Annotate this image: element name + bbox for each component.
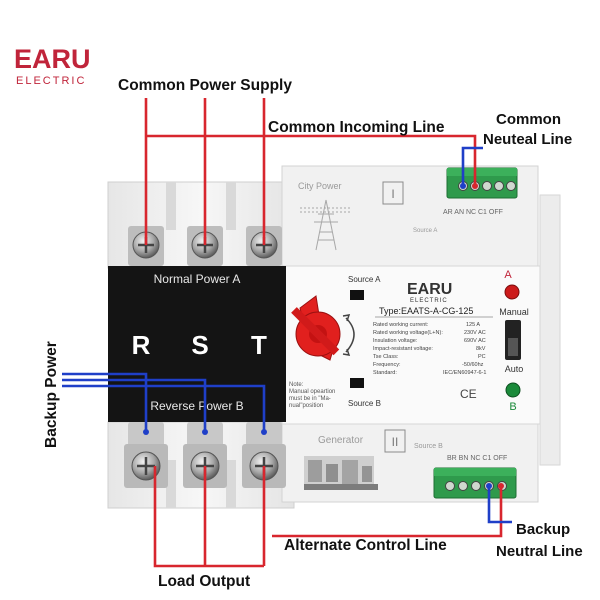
source-a-small-label: Source A [413,228,437,234]
generator-icon [304,456,378,490]
bottom-control-terminal-block [433,467,517,499]
model-label: Type:EAATS-A-CG-125 [379,306,473,316]
indicator-a-label: A [504,269,512,281]
reverse-power-label: Reverse Power B [150,399,243,413]
plate-logo: EARU [407,281,452,298]
logo-word: EARU [14,44,91,74]
source-a-marker [382,181,404,205]
callout-common-power-supply: Common Power Supply [118,77,292,94]
svg-text:Impact-resistant voltage:: Impact-resistant voltage: [373,346,433,352]
indicator-b-label: B [509,401,516,413]
source-a-switch-label: Source A [348,275,381,284]
phase-s-label: S [191,330,208,360]
svg-text:IEC/EN60947-6-1: IEC/EN60947-6-1 [443,370,486,376]
logo-sub: ELECTRIC [16,75,86,87]
callout-backup-neutral-line-2: Neutral Line [496,543,583,560]
wire-backup-neutral [487,486,512,524]
wire-alternate-control [272,486,503,538]
spec-list: Rated working current: 125 A Rated worki… [373,322,486,376]
source-a-lamp-icon [504,284,520,300]
callout-load-output: Load Output [158,573,250,590]
black-front-panel [108,266,286,422]
source-b-lamp-icon [505,382,521,398]
city-power-label: City Power [298,181,342,191]
svg-text:Note:: Note: [289,382,304,388]
ce-mark: CE [460,387,477,401]
normal-power-label: Normal Power A [154,272,241,286]
plate-logo-sub: ELECTRIC [410,298,448,304]
svg-text:Rated working voltage(L+N):: Rated working voltage(L+N): [373,330,443,336]
earu-logo: EARU ELECTRIC [14,44,91,87]
svg-text:Rated working current:: Rated working current: [373,322,429,328]
callout-common-neutral-line-1: Common [496,111,561,128]
svg-text:Frequency:: Frequency: [373,362,401,368]
top-control-terminal-block [446,167,518,199]
generator-label: Generator [318,435,364,446]
wire-common-incoming [146,134,477,186]
source-b-marker [384,429,406,453]
callout-backup-neutral-line-1: Backup [516,521,570,538]
svg-text:690V AC: 690V AC [464,338,486,344]
wire-backup-r [62,372,148,432]
source-b-roman: II [392,435,399,449]
svg-text:Manual opeartion: Manual opeartion [289,389,335,395]
svg-text:must be in "Ma-: must be in "Ma- [289,396,331,402]
svg-text:Standard:: Standard: [373,370,397,376]
source-b-small-label: Source B [414,443,443,450]
blue-wiring [62,146,512,524]
callout-common-neutral-line-2: Neuteal Line [483,131,572,148]
wire-common-neutral [461,146,483,186]
source-b-window [350,378,364,388]
red-wiring [144,98,503,568]
phase-t-label: T [251,330,267,360]
wire-backup-t [62,384,266,432]
svg-text:Tse Class:: Tse Class: [373,354,399,360]
rotation-arrow-icon [345,317,355,353]
power-tower-icon [300,199,352,251]
top-terminal-codes: AR AN NC C1 OFF [443,209,503,216]
svg-text:8kV: 8kV [476,346,486,352]
manual-label: Manual [499,307,529,317]
svg-text:Insulation voltage:: Insulation voltage: [373,338,418,344]
auto-label: Auto [505,364,524,374]
rotary-handle[interactable] [291,295,341,361]
phase-r-label: R [132,330,151,360]
manual-note: Note: Manual opeartion must be in "Ma- n… [289,382,335,409]
svg-text:-50/60hz: -50/60hz [462,362,484,368]
svg-text:125 A: 125 A [466,322,480,328]
callout-common-incoming-line: Common Incoming Line [268,119,445,136]
callout-alternate-control-line: Alternate Control Line [284,537,447,554]
svg-text:230V AC: 230V AC [464,330,486,336]
callout-backup-power: Backup Power [43,341,60,448]
wire-backup-s [62,378,207,432]
source-a-roman: I [391,187,394,201]
ats-device: Normal Power A Reverse Power B R S T [107,165,561,509]
bottom-terminal-codes: BR BN NC C1 OFF [447,455,507,462]
source-b-switch-label: Source B [348,399,381,408]
source-a-window [350,290,364,300]
wire-load-bus [153,466,264,568]
svg-text:PC: PC [478,354,486,360]
svg-text:nual"position: nual"position [289,403,323,409]
